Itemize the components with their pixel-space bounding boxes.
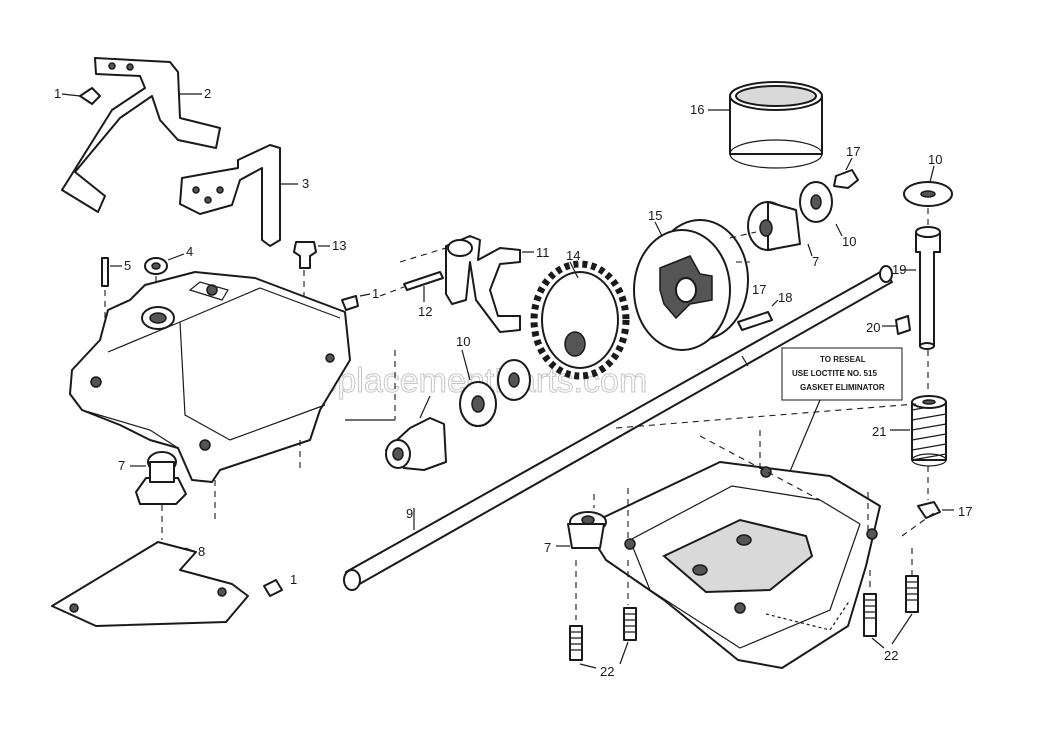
note-line-1: TO RESEAL [820, 355, 866, 364]
spur-gear-part [530, 260, 630, 380]
bushing-part [385, 417, 447, 471]
callout-8: 8 [198, 544, 205, 559]
note-line-3: GASKET ELIMINATOR [800, 383, 885, 392]
callout-17: 17 [752, 282, 766, 297]
callout-21: 21 [872, 424, 886, 439]
callout-19: 19 [892, 262, 906, 277]
bushing-part [567, 511, 607, 549]
clip-part [341, 295, 359, 311]
key-part [737, 311, 773, 331]
callout-2: 2 [204, 86, 211, 101]
reseal-note: TO RESEAL USE LOCTITE NO. 515 GASKET ELI… [781, 347, 903, 401]
bolt-part [863, 593, 877, 637]
shift-lever-part [179, 144, 281, 247]
callout-16: 16 [690, 102, 704, 117]
callout-7: 7 [544, 540, 551, 555]
shift-fork-part [445, 235, 521, 333]
lower-housing [591, 461, 881, 669]
callout-3: 3 [302, 176, 309, 191]
clip-part [263, 579, 283, 597]
callout-1: 1 [372, 286, 379, 301]
callout-22: 22 [884, 648, 898, 663]
bushing-part [747, 201, 801, 251]
bushing-part [135, 451, 187, 505]
callout-10: 10 [928, 152, 942, 167]
bolt-part [569, 625, 583, 661]
callout-1: 1 [54, 86, 61, 101]
callout-15: 15 [648, 208, 662, 223]
worm-gear-part [911, 395, 947, 467]
upper-housing [69, 271, 351, 483]
retaining-ring-part [917, 501, 941, 519]
callout-17: 17 [846, 144, 860, 159]
callout-11: 11 [536, 245, 550, 260]
callout-7: 7 [812, 254, 819, 269]
clip-part [79, 87, 101, 105]
callout-7: 7 [118, 458, 125, 473]
callout-4: 4 [186, 244, 193, 259]
callout-17: 17 [958, 504, 972, 519]
callout-10: 10 [456, 334, 470, 349]
gasket-plate-part [51, 541, 249, 627]
retaining-ring-part [833, 169, 859, 189]
callout-9: 9 [406, 506, 413, 521]
callout-14: 14 [566, 248, 580, 263]
callout-1: 1 [290, 572, 297, 587]
callout-18: 18 [778, 290, 792, 305]
callout-10: 10 [842, 234, 856, 249]
callout-22: 22 [600, 664, 614, 679]
callout-5: 5 [124, 258, 131, 273]
callout-20: 20 [866, 320, 880, 335]
pin-part [895, 315, 911, 335]
shift-bracket-part [61, 57, 221, 213]
callout-12: 12 [418, 304, 432, 319]
bolt-part [905, 575, 919, 613]
worm-shaft-part [915, 226, 941, 350]
drive-disc-part [633, 219, 749, 351]
callout-13: 13 [332, 238, 346, 253]
bolt-part [293, 241, 317, 269]
pin-part [101, 257, 109, 287]
note-line-2: USE LOCTITE NO. 515 [792, 369, 877, 378]
roll-pin-part [403, 271, 444, 291]
bolt-part [623, 607, 637, 641]
sleeve-part [729, 81, 823, 169]
